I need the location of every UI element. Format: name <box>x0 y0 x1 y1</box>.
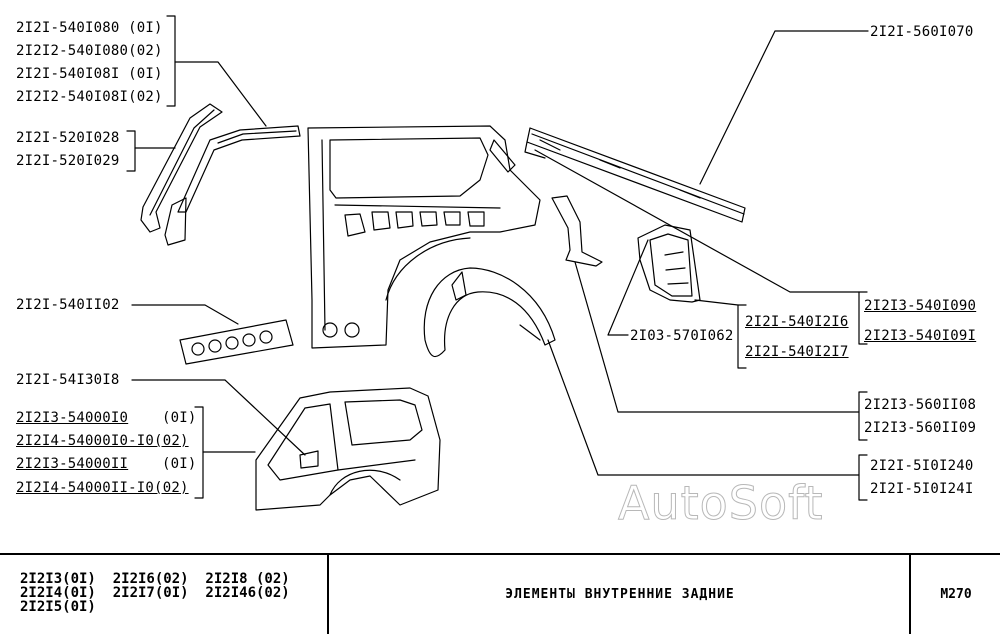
part-number-label[interactable]: 2I2I-540I2I6 <box>745 314 849 330</box>
part-number-label[interactable]: 2I2I-520I029 <box>16 153 120 169</box>
page-code: M270 <box>940 587 972 602</box>
leader-560I070 <box>699 30 869 185</box>
part-number-label[interactable]: 2I2I-54I30I8 <box>16 372 120 388</box>
wheel-housing-shells-part <box>637 224 701 303</box>
part-number-label[interactable]: 2I2I-560I070 <box>870 24 974 40</box>
part-number-label[interactable]: 2I2I-540I080 (0I) <box>16 20 163 36</box>
side-panel-assembly-part <box>255 387 441 511</box>
leader-540II02 <box>131 304 239 325</box>
roof-rail-part <box>524 127 746 223</box>
bracket-group-5 <box>737 304 747 369</box>
leader-group-7 <box>547 339 860 476</box>
bracket-group-4 <box>858 291 868 345</box>
leader-570I062 <box>607 239 649 336</box>
page-title: ЭЛЕМЕНТЫ ВНУТРЕННИЕ ЗАДНИЕ <box>505 587 735 602</box>
leader-group-5 <box>694 299 739 306</box>
model-list: 2I2I3(0I) 2I2I6(02) 2I2I8 (02) 2I2I4(0I)… <box>20 571 290 615</box>
part-number-label[interactable]: 2I2I-5I0I24I <box>870 481 974 497</box>
part-number-label[interactable]: 2I03-570I062 <box>630 328 734 344</box>
part-number-label[interactable]: 2I2I-5I0I240 <box>870 458 974 474</box>
d-pillar-trim-part <box>140 103 223 246</box>
bracket-part <box>551 195 603 267</box>
footer-divider <box>909 553 911 634</box>
part-number-label[interactable]: 2I2I3-560II09 <box>864 420 977 436</box>
part-number-label[interactable]: 2I2I-540I2I7 <box>745 344 849 360</box>
part-number-label[interactable]: 2I2I4-54000I0-I0(02) <box>16 433 189 449</box>
watermark: AutoSoft <box>618 476 824 531</box>
part-number-label[interactable]: 2I2I3-540I090 <box>864 298 977 314</box>
quarter-inner-panel-part <box>307 125 541 349</box>
part-number-label[interactable]: 2I2I3-54000I0 <box>16 410 129 426</box>
part-number-label[interactable]: 2I2I-540II02 <box>16 297 120 313</box>
reinforcement-plate-part <box>179 319 294 365</box>
bracket-group-1 <box>166 15 176 107</box>
leader-group-4 <box>534 149 860 293</box>
part-number-label[interactable]: 2I2I4-54000II-I0(02) <box>16 480 189 496</box>
bracket-group-7 <box>858 454 868 501</box>
part-variant-label: (0I) <box>162 410 197 426</box>
roof-side-rail-part <box>177 125 301 213</box>
part-number-label[interactable]: 2I2I3-560II08 <box>864 397 977 413</box>
wheel-arch-part <box>423 267 556 358</box>
part-number-label[interactable]: 2I2I-520I028 <box>16 130 120 146</box>
part-number-label[interactable]: 2I2I2-540I08I(02) <box>16 89 163 105</box>
bracket-group-2 <box>126 130 136 172</box>
leader-group-6 <box>574 261 860 413</box>
footer-table <box>0 553 1000 636</box>
part-number-label[interactable]: 2I2I3-54000II <box>16 456 129 472</box>
bracket-group-6 <box>858 391 868 441</box>
part-number-label[interactable]: 2I2I3-540I09I <box>864 328 977 344</box>
leader-group-1 <box>174 61 267 127</box>
part-number-label[interactable]: 2I2I2-540I080(02) <box>16 43 163 59</box>
leader-54I30I8 <box>131 379 306 456</box>
part-variant-label: (0I) <box>162 456 197 472</box>
part-number-label[interactable]: 2I2I-540I08I (0I) <box>16 66 163 82</box>
footer-divider <box>327 553 329 634</box>
